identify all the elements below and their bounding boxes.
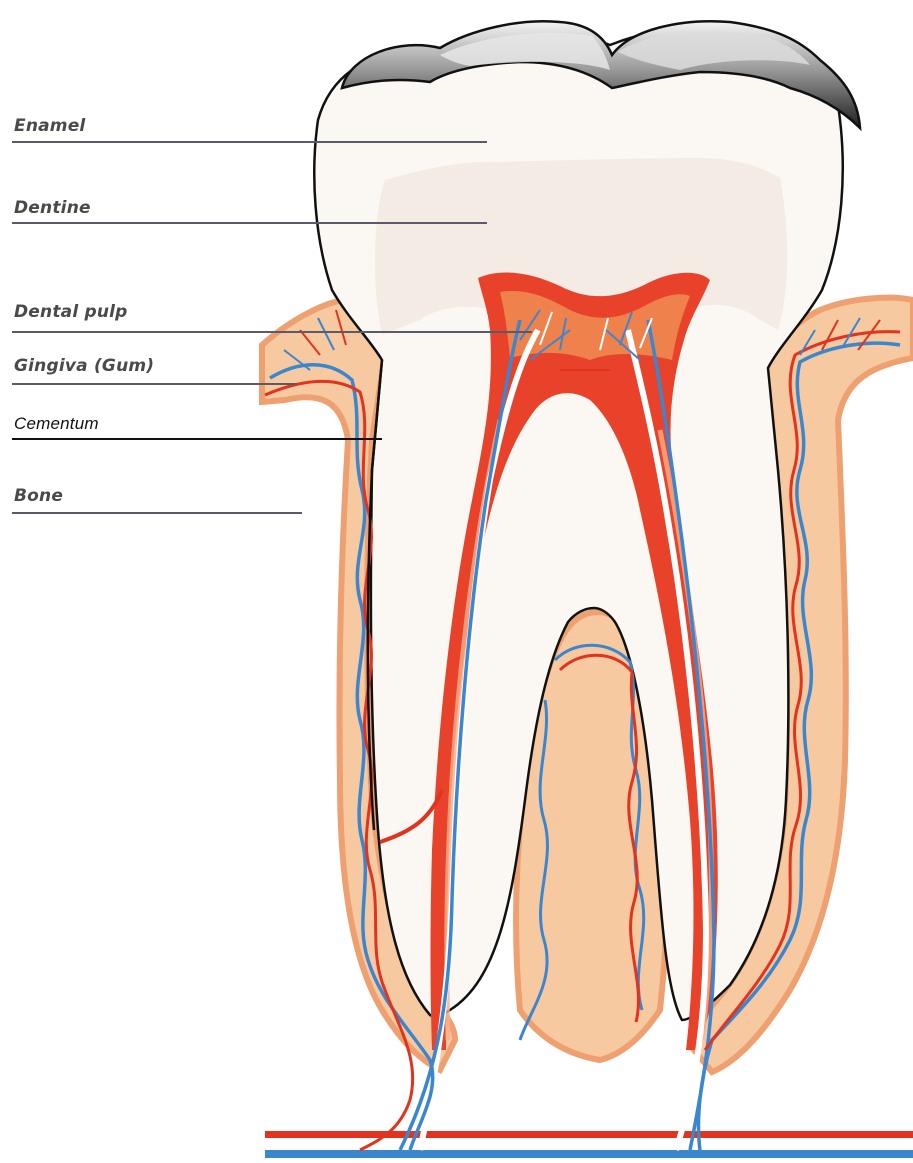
base-vein <box>265 1150 913 1158</box>
label-enamel: Enamel <box>14 116 85 136</box>
leader-dental-pulp <box>12 331 532 333</box>
label-gingiva: Gingiva (Gum) <box>14 356 154 376</box>
leader-enamel <box>12 141 487 143</box>
label-dentine: Dentine <box>14 198 91 218</box>
leader-gingiva <box>12 383 297 385</box>
label-cementum: Cementum <box>14 414 99 434</box>
label-dental-pulp: Dental pulp <box>14 302 128 322</box>
leader-dentine <box>12 222 487 224</box>
leader-cementum <box>12 438 382 440</box>
base-artery <box>265 1131 913 1138</box>
leader-bone <box>12 512 302 514</box>
label-bone: Bone <box>14 486 63 506</box>
